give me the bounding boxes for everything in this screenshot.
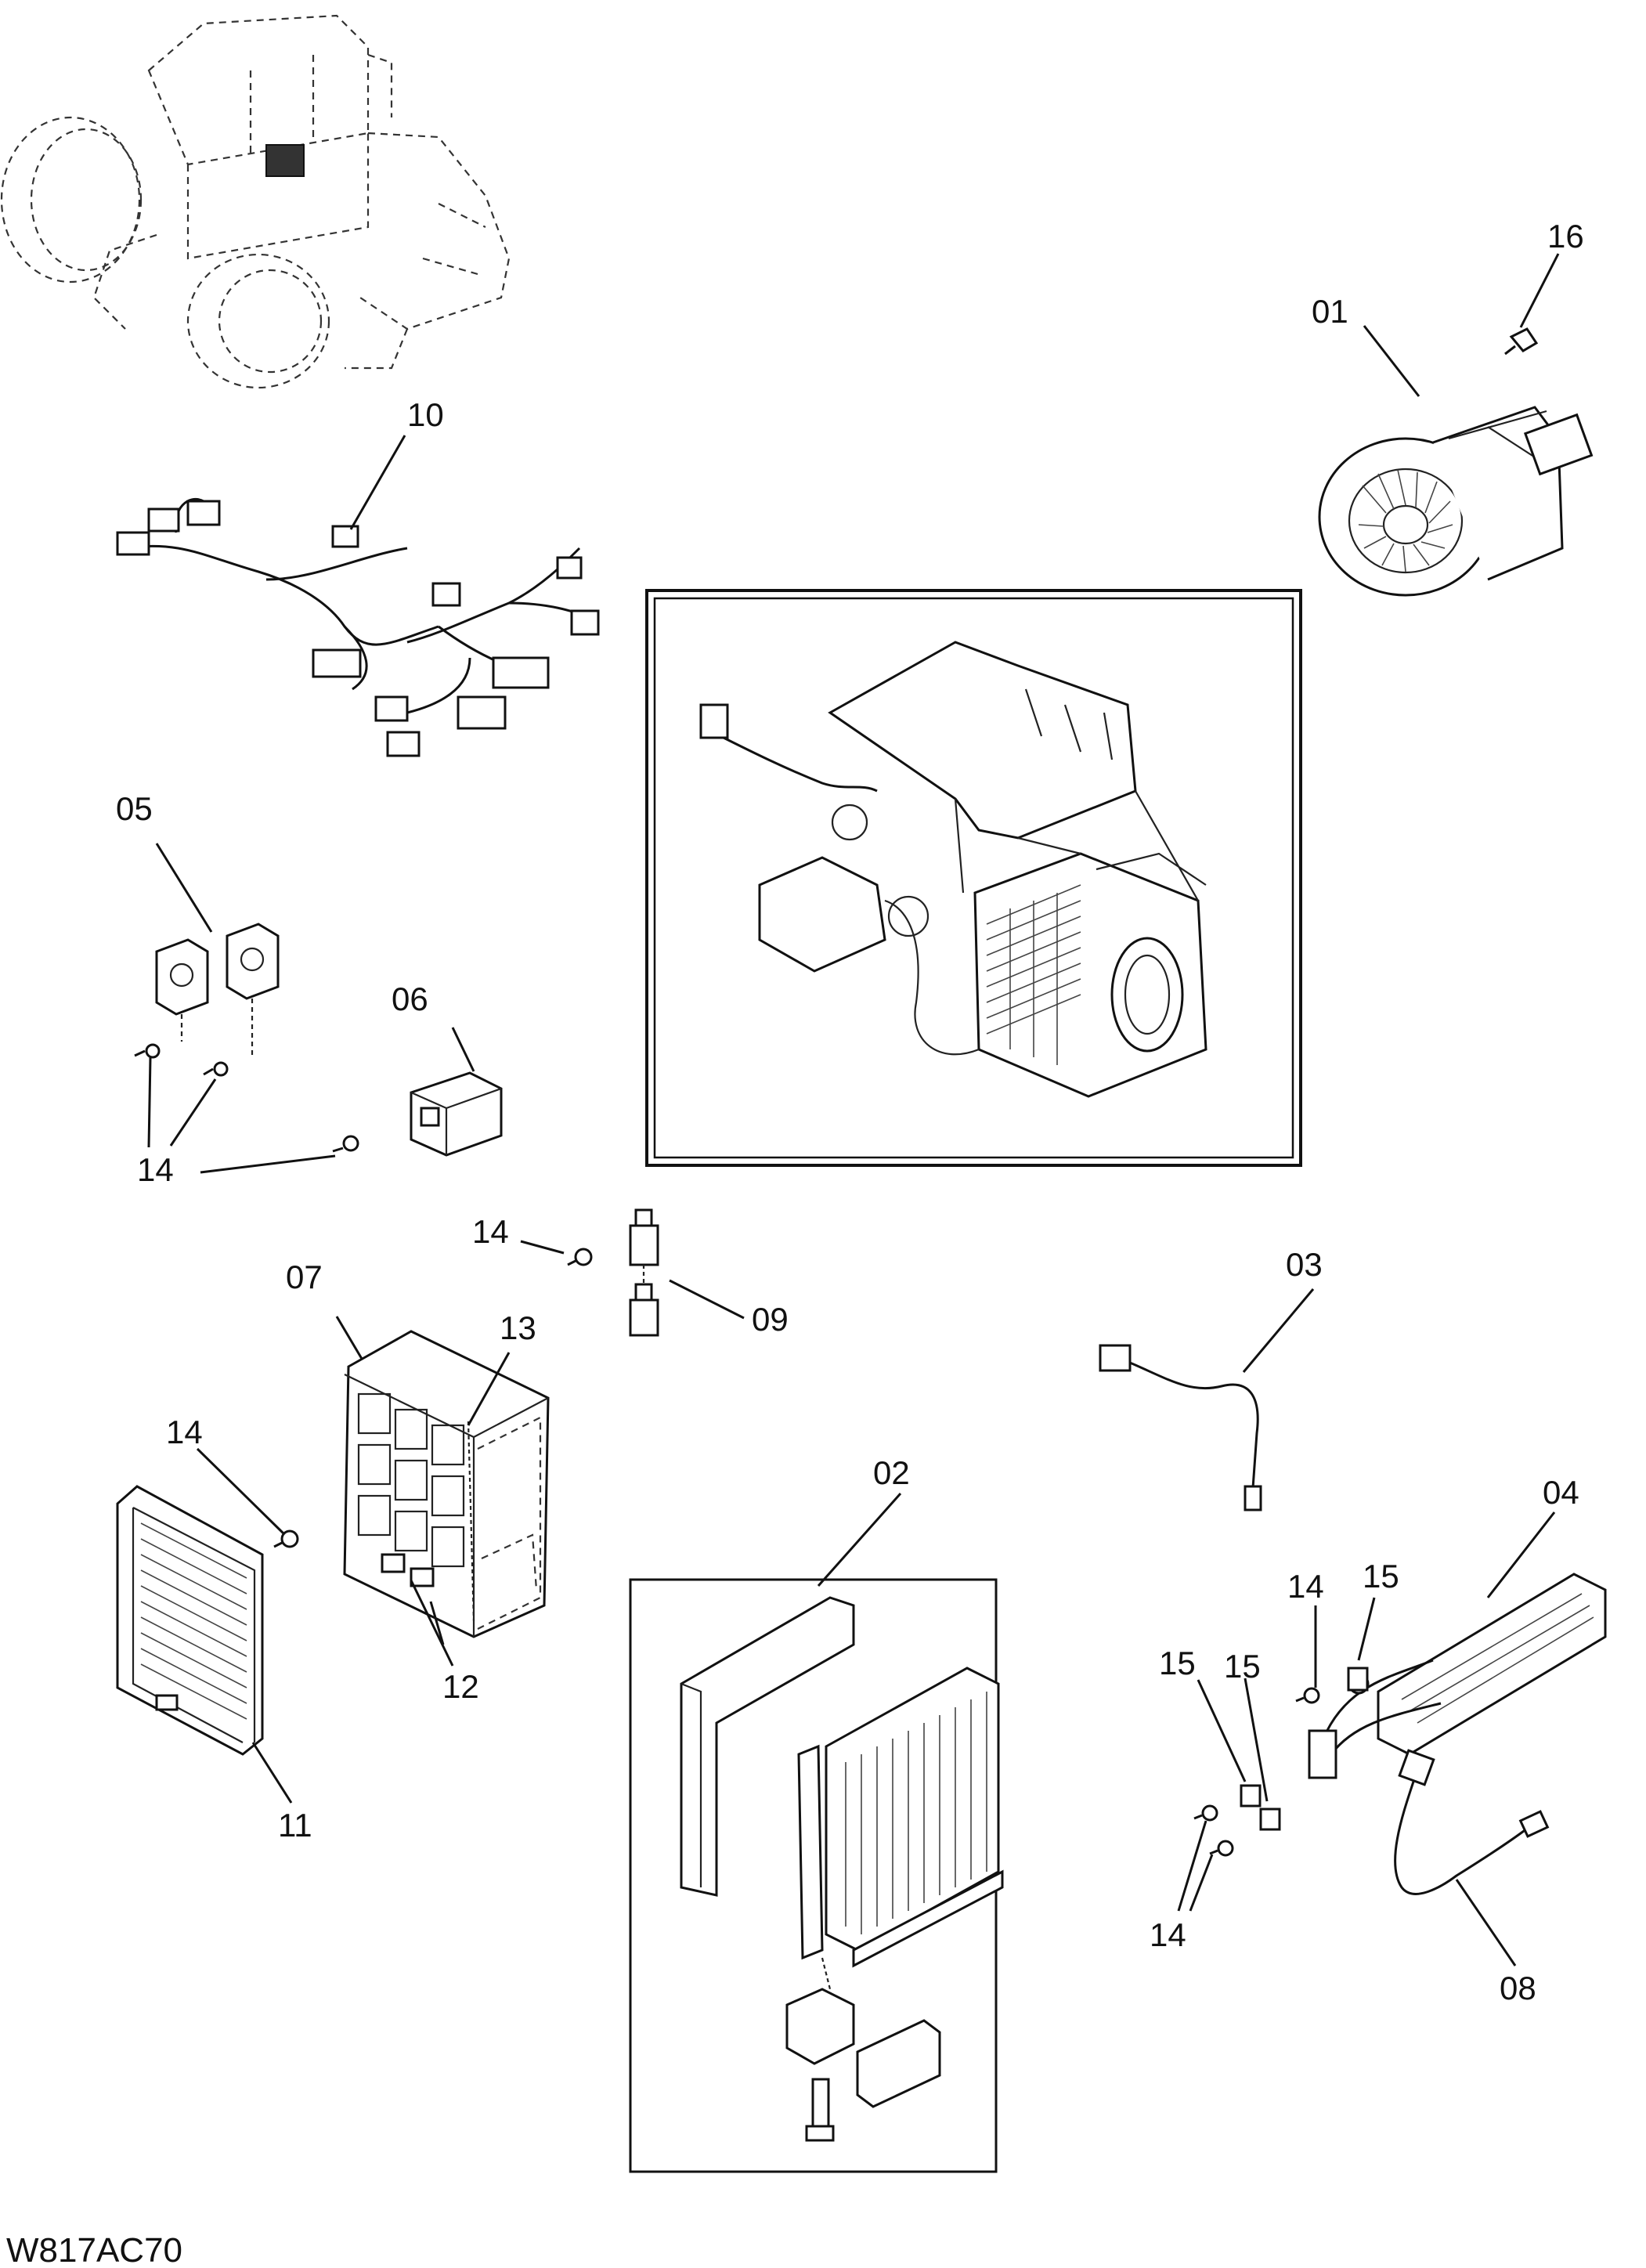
callout-14-left: 14 xyxy=(137,1151,174,1188)
part-14-screw-filter xyxy=(273,1529,299,1548)
callout-16: 16 xyxy=(1547,218,1584,255)
callout-14-filter: 14 xyxy=(166,1414,203,1450)
part-14-screw-sensor xyxy=(567,1248,593,1266)
part-12-drain xyxy=(381,1553,435,1587)
part-06-resistor-module xyxy=(410,1071,503,1157)
part-14-screws-heater xyxy=(1193,1687,1320,1857)
callout-labels: 01 16 10 05 06 14 14 09 07 13 03 14 02 0… xyxy=(116,218,1584,2006)
callout-02: 02 xyxy=(873,1454,910,1491)
callout-08: 08 xyxy=(1500,1970,1536,2006)
callout-13: 13 xyxy=(500,1309,536,1346)
drawing-code: W817AC70 xyxy=(6,2231,182,2268)
callout-04: 04 xyxy=(1543,1474,1579,1511)
callout-01: 01 xyxy=(1312,293,1348,330)
callout-15-mid: 15 xyxy=(1224,1648,1261,1685)
callout-07: 07 xyxy=(286,1259,323,1295)
callout-12: 12 xyxy=(442,1668,479,1705)
part-13-seal xyxy=(467,1421,475,1622)
callout-14-heater: 14 xyxy=(1287,1568,1324,1605)
machine-overview-illustration xyxy=(0,14,511,389)
hvac-unit-assembly-illustration xyxy=(645,589,1302,1167)
callout-06: 06 xyxy=(392,981,428,1017)
part-03-thermistor xyxy=(1099,1344,1262,1511)
callout-09: 09 xyxy=(752,1301,789,1338)
callout-11: 11 xyxy=(278,1807,312,1844)
part-14-screw-module xyxy=(332,1135,359,1153)
part-10-wire-harness xyxy=(116,497,600,757)
part-09-sensor xyxy=(629,1208,659,1337)
part-04-heater-core xyxy=(1308,1573,1607,1779)
part-15-clamps xyxy=(1240,1667,1369,1831)
part-07-filter-case xyxy=(343,1330,550,1638)
part-11-filter xyxy=(116,1485,264,1756)
callout-15-top: 15 xyxy=(1363,1558,1399,1594)
callout-15-left: 15 xyxy=(1159,1645,1196,1681)
callout-10: 10 xyxy=(407,396,444,433)
callout-14-sensor: 14 xyxy=(472,1213,509,1250)
callout-03: 03 xyxy=(1286,1246,1323,1283)
part-01-blower-motor xyxy=(1318,406,1594,597)
part-05-actuators xyxy=(155,923,280,1057)
evaporator-assembly-illustration xyxy=(629,1578,1004,2173)
callout-05: 05 xyxy=(116,790,153,827)
part-16-screw xyxy=(1504,327,1539,356)
leader-lines xyxy=(147,253,1560,1966)
part-08-sensor-cable xyxy=(1394,1749,1550,1895)
part-14-screws-actuator xyxy=(134,1043,229,1077)
callout-14-bottom: 14 xyxy=(1150,1916,1186,1953)
